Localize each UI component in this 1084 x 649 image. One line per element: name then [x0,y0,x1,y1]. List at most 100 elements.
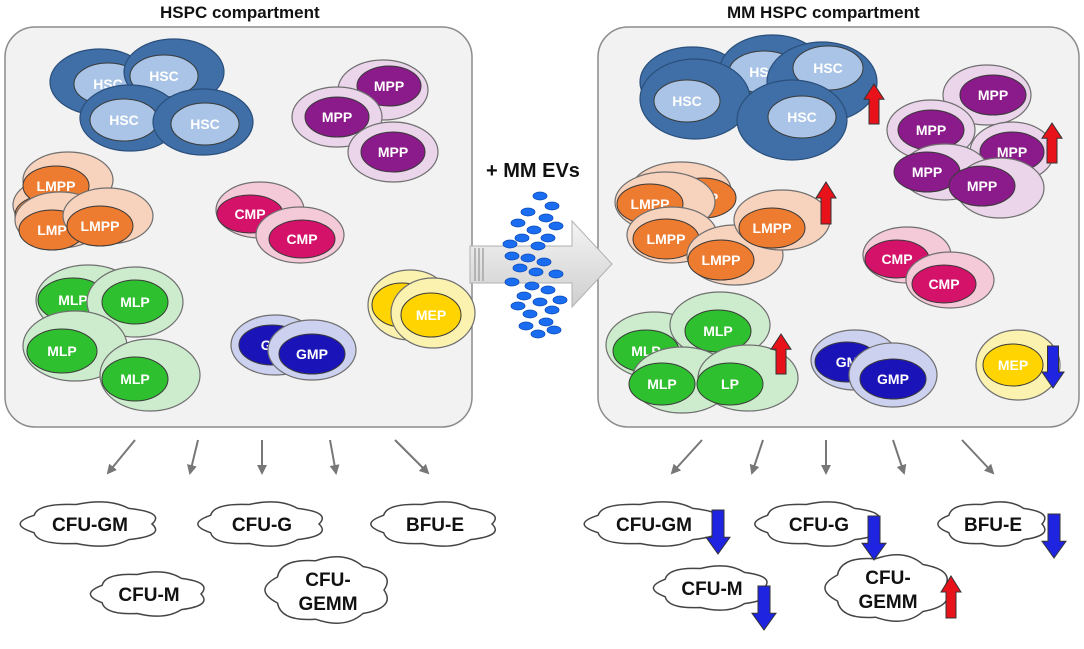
right-mpp-cell: MPP [948,157,1045,219]
decrease-arrow-icon [705,509,731,555]
cloud-shape [370,501,497,547]
ev-dot [540,233,556,243]
ev-dot [540,285,556,295]
ev-dot [548,269,564,279]
increase-arrow-icon [940,575,962,619]
left-lmpp-cell-label: LMPP [37,178,76,194]
decrease-arrow-icon [861,515,887,561]
ev-dot [532,191,548,201]
mm-evs-label: + MM EVs [486,160,580,182]
ev-dot [538,317,554,327]
right-lmpp-cell-nucleus [738,207,806,249]
right-mep-cell: MEP [975,329,1061,401]
ev-dot [544,305,560,315]
decrease-arrow-icon [1041,345,1065,389]
right-mlp-cell: LP [696,344,799,412]
right-hsc-cell: HSC [639,58,751,140]
left-mep-cell: MEP [390,277,476,349]
right-mep-cell-nucleus [982,343,1044,387]
left-cmp-cell: CMP [255,206,345,264]
right-mpp-cell-nucleus [948,165,1016,207]
left-lmpp-cell-label: LMPP [81,218,120,234]
differentiation-arrow [329,439,340,475]
cloud-shape [197,501,324,547]
right-mep-cell-label: MEP [998,357,1028,373]
right-mpp-cell-label: MPP [912,164,942,180]
change-indicators [705,83,1067,631]
ev-dot [514,233,530,243]
left-mpp-cell-nucleus [356,65,422,107]
ev-dot [528,267,544,277]
ev-dot [520,207,536,217]
left-hsc-cell-nucleus [170,102,240,146]
increase-arrow-icon [770,333,792,375]
left-mlp-cell-label: MLP [120,294,150,310]
ev-dot [548,221,564,231]
extracellular-vesicles [502,191,568,339]
left-colony-cloud: CFU-GM [19,501,157,547]
right-mpp-cell: MPP [942,64,1032,126]
left-mlp-cell-label: MLP [47,343,77,359]
ev-dot [518,321,534,331]
ev-dot [544,201,560,211]
ev-dot [524,281,540,291]
colony-label: CFU-M [681,579,742,600]
left-colony-cloud: BFU-E [370,501,497,547]
left-mpp-cell-label: MPP [374,78,404,94]
decrease-arrow-icon [1041,513,1067,559]
right-cmp-cell-label: CMP [928,276,959,292]
ev-dot [536,257,552,267]
right-hsc-cell-nucleus [653,79,721,123]
cloud-shape [824,554,948,622]
colony-label: CFU- [865,568,910,589]
right-hsc-cell-nucleus [767,95,837,139]
left-gmp-cell-nucleus [278,333,346,375]
ev-dot [510,301,526,311]
right-colony-cloud: CFU- GEMM [824,554,948,622]
colony-label: GEMM [858,592,917,613]
right-lmpp-cell-label: LMPP [647,231,686,247]
ev-dot [510,218,526,228]
increase-arrow-icon [863,83,885,125]
ev-dot [546,325,562,335]
right-mpp-cell-label: MPP [978,87,1008,103]
left-hsc-cell-label: HSC [149,68,179,84]
differentiation-arrow [961,439,995,475]
colony-label: GEMM [298,594,357,615]
colony-label: CFU-GM [52,515,128,536]
transfer-arrow-stripes [474,248,484,281]
right-colony-cloud: CFU-GM [583,501,721,547]
right-mpp-cell-label: MPP [967,178,997,194]
increase-arrow-icon [815,181,837,225]
left-cmp-cell-nucleus [268,219,336,259]
left-lmpp-cell: LMPP [62,187,154,247]
cloud-shape [264,556,388,624]
left-hsc-cell: HSC [152,88,254,156]
right-hsc-cell-label: HSC [672,93,702,109]
cloud-shape [89,571,205,617]
colony-label: BFU-E [406,515,464,536]
right-mlp-cell-label: MLP [647,376,677,392]
left-cmp-cell-label: CMP [234,206,265,222]
right-compartment-title: MM HSPC compartment [727,3,920,22]
differentiation-arrow [187,439,199,475]
left-mlp-cell-label: MLP [120,371,150,387]
ev-dot [530,241,546,251]
left-mlp-cell-nucleus [101,356,169,402]
left-mlp-cell: MLP [86,266,184,338]
right-mlp-cell-label: MLP [703,323,733,339]
cloud-shape [652,565,768,611]
differentiation-arrow [892,439,907,475]
right-gmp-cell: GMP [848,342,938,408]
right-colony-cloud: BFU-E [937,501,1046,547]
right-hsc-cell-label: HSC [813,60,843,76]
left-colony-cloud: CFU-GEMM [264,556,388,624]
ev-dot [520,253,536,263]
right-gmp-cell-label: GMP [877,371,909,387]
left-mep-cell-label: MEP [416,307,446,323]
right-lmpp-cell: LMPP [733,189,831,251]
colony-label: CFU-GM [616,515,692,536]
left-mpp-cell-nucleus [304,96,370,138]
right-cells: HSCHSCHSCHSCHSCMPPMPPMPPMPPMPPMPPLMPPLMP… [605,34,1061,414]
